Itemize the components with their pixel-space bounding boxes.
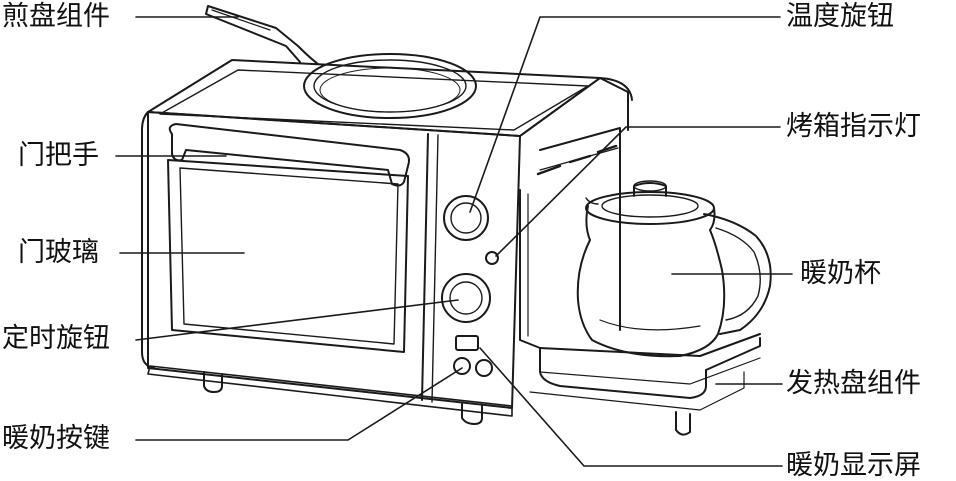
frying-pan-shape — [205, 5, 477, 119]
heating-plate-shape — [529, 333, 761, 436]
milk-cup-shape — [576, 180, 772, 358]
side-compartment — [519, 127, 621, 349]
leader-indicator — [495, 126, 781, 257]
control-knobs — [441, 195, 499, 377]
oven-feet — [203, 371, 483, 425]
label-milk-warm-button: 暖奶按键 — [2, 423, 110, 454]
label-door-glass: 门玻璃 — [18, 237, 99, 268]
label-milk-display: 暖奶显示屏 — [786, 450, 921, 481]
oven-body — [141, 59, 633, 417]
label-door-handle: 门把手 — [18, 140, 99, 171]
label-heating-plate: 发热盘组件 — [786, 368, 921, 399]
door-handle-shape — [168, 123, 410, 187]
oven-door — [167, 159, 409, 353]
label-pan-assembly: 煎盘组件 — [2, 1, 110, 32]
label-oven-indicator: 烤箱指示灯 — [786, 111, 921, 142]
label-temperature-knob: 温度旋钮 — [786, 1, 894, 32]
leader-timer — [135, 299, 459, 341]
leader-lines — [115, 16, 793, 467]
leader-temperature — [469, 16, 781, 213]
leader-milk-button — [135, 367, 463, 441]
label-timer-knob: 定时旋钮 — [2, 323, 110, 354]
label-milk-cup: 暖奶杯 — [800, 258, 881, 289]
leader-display — [479, 347, 783, 467]
